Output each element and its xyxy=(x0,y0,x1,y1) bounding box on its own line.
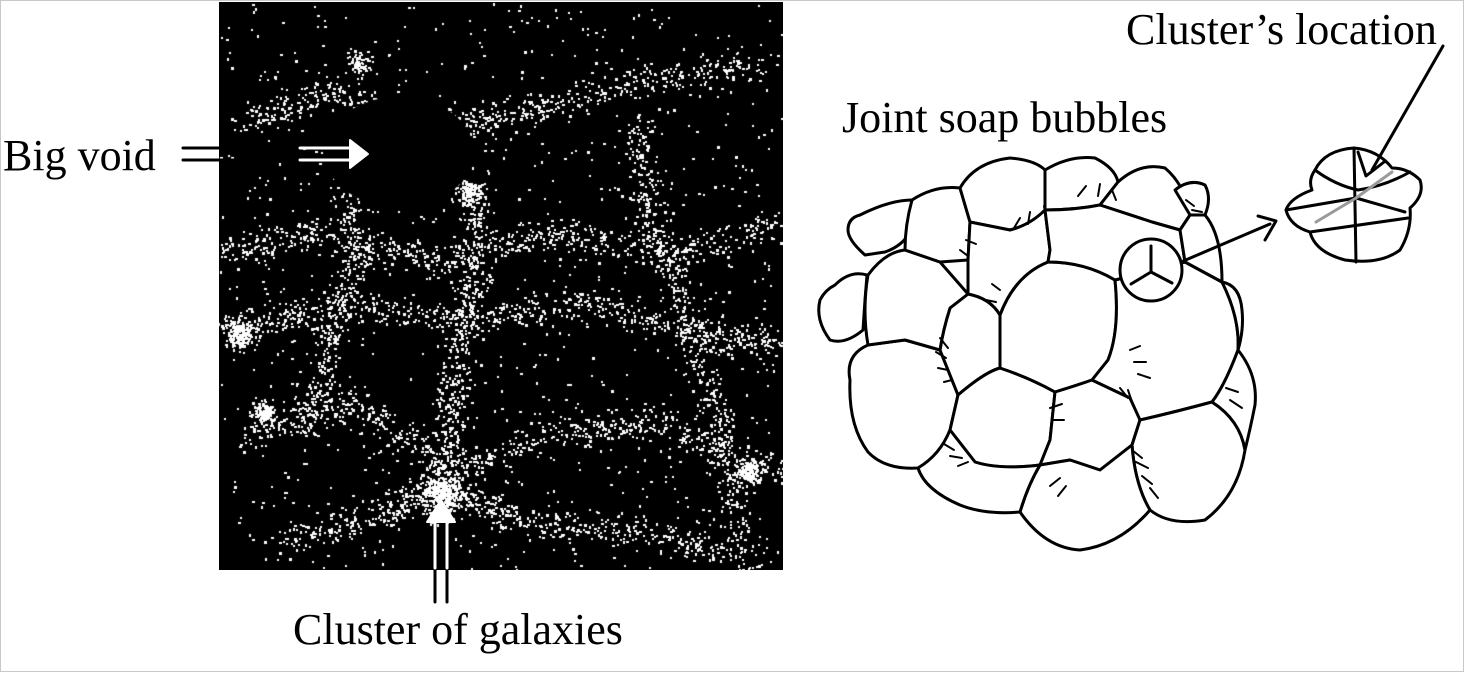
big-void-label: Big void xyxy=(3,131,156,180)
bubble-outline xyxy=(817,272,869,343)
big-void-arrow xyxy=(181,139,369,169)
bubble-outline xyxy=(1210,348,1257,452)
galaxy-distribution-image xyxy=(219,2,783,570)
enlarged-cell-polyhedron xyxy=(1284,146,1423,264)
bubble-outline xyxy=(846,198,914,257)
magnifier-to-cell-arrow xyxy=(1179,214,1278,264)
bubble-outline xyxy=(1220,280,1244,352)
foam-shading-strokes xyxy=(935,183,1243,499)
bubble-outline xyxy=(1130,400,1247,524)
bubble-outline xyxy=(916,428,1042,515)
junction-magnifier xyxy=(1118,237,1184,303)
clusters-location-label: Cluster’s location xyxy=(1126,5,1437,54)
bubble-outline xyxy=(1173,180,1210,217)
cluster-of-galaxies-arrow xyxy=(426,499,456,604)
soap-bubble-foam xyxy=(817,156,1257,552)
cluster-of-galaxies-label: Cluster of galaxies xyxy=(293,605,623,654)
bubble-outline xyxy=(863,248,970,352)
bubble-outline xyxy=(966,208,1052,317)
cluster-location-arrow xyxy=(1356,44,1445,178)
joint-soap-bubbles-label: Joint soap bubbles xyxy=(842,93,1168,142)
